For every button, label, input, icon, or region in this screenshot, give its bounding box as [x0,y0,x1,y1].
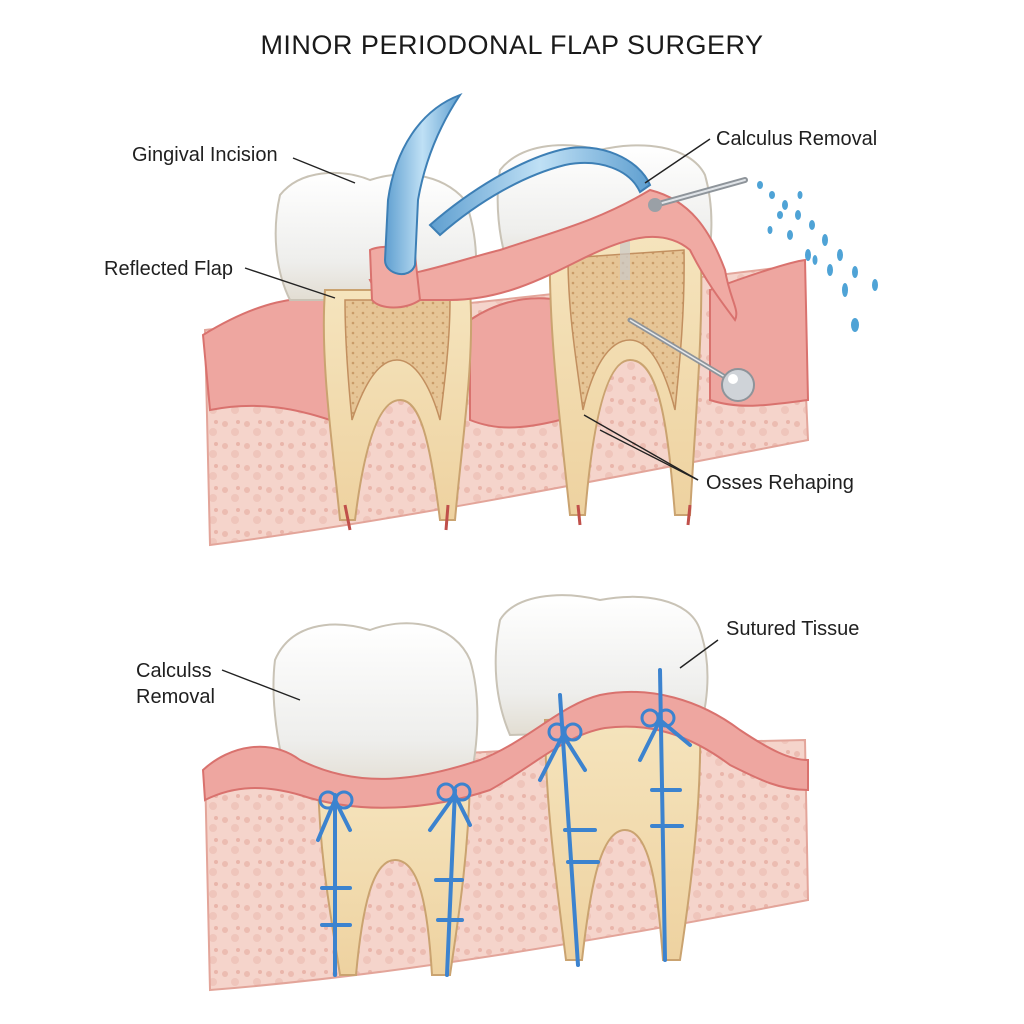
label-gingival-incision: Gingival Incision [132,142,278,168]
label-osses-rehaping: Osses Rehaping [706,470,854,496]
bottom-panel [203,595,808,990]
label-calculss-removal: Calculss Removal [136,658,215,710]
label-sutured-tissue: Sutured Tissue [726,616,859,642]
top-gum-middle [470,298,560,427]
label-calculss-line1: Calculss [136,658,215,684]
label-calculus-removal-top: Calculus Removal [716,126,877,152]
label-calculss-line2: Removal [136,684,215,710]
top-gum [203,298,330,420]
label-reflected-flap: Reflected Flap [104,256,233,282]
